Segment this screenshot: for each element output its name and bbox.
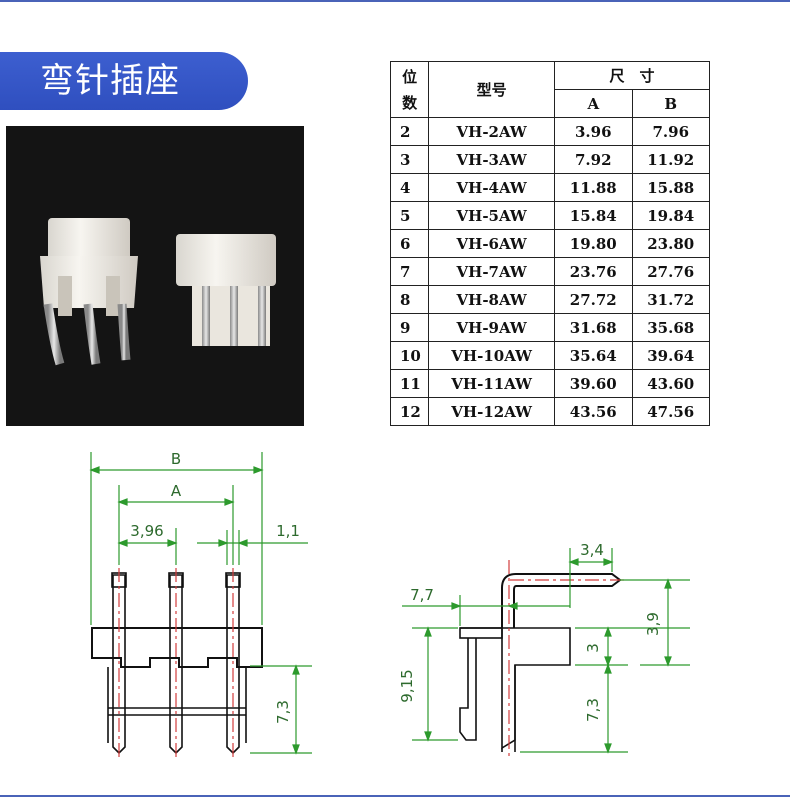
position-cell: 7 bbox=[389, 257, 430, 286]
a-value-cell: 15.84 bbox=[554, 201, 633, 230]
a-header: A bbox=[554, 89, 633, 118]
dim-a: A bbox=[171, 482, 182, 500]
dim-total-height: 9,15 bbox=[398, 669, 416, 702]
position-cell: 9 bbox=[389, 313, 430, 342]
a-value-cell: 23.76 bbox=[554, 257, 633, 286]
b-value-cell: 47.56 bbox=[631, 397, 710, 426]
position-cell: 3 bbox=[389, 145, 430, 174]
model-header: 型号 bbox=[428, 61, 556, 118]
right-connector bbox=[176, 192, 276, 346]
side-dimensions bbox=[402, 548, 690, 754]
title-badge: 弯针插座 bbox=[0, 52, 248, 110]
b-value-cell: 39.64 bbox=[631, 341, 710, 370]
model-cell: VH-11AW bbox=[428, 369, 556, 398]
model-cell: VH-3AW bbox=[428, 145, 556, 174]
bottom-border bbox=[0, 795, 790, 797]
model-cell: VH-4AW bbox=[428, 173, 556, 202]
model-cell: VH-5AW bbox=[428, 201, 556, 230]
connector-photo-illustration bbox=[40, 192, 276, 366]
side-centerlines bbox=[508, 560, 628, 758]
a-value-cell: 27.72 bbox=[554, 285, 633, 314]
page-title: 弯针插座 bbox=[40, 61, 180, 101]
a-value-cell: 19.80 bbox=[554, 229, 633, 258]
dim-pitch: 3,96 bbox=[130, 522, 163, 540]
a-value-cell: 43.56 bbox=[554, 397, 633, 426]
position-cell: 11 bbox=[389, 369, 430, 398]
model-cell: VH-12AW bbox=[428, 397, 556, 426]
front-view bbox=[91, 572, 263, 755]
model-cell: VH-6AW bbox=[428, 229, 556, 258]
a-value-cell: 11.88 bbox=[554, 173, 633, 202]
position-cell: 12 bbox=[389, 397, 430, 426]
b-value-cell: 35.68 bbox=[631, 313, 710, 342]
technical-drawing: B A 3,96 1,1 7,3 bbox=[0, 440, 790, 790]
front-dimensions bbox=[89, 452, 312, 755]
b-header: B bbox=[631, 89, 710, 118]
side-view bbox=[459, 573, 622, 752]
b-value-cell: 11.92 bbox=[631, 145, 710, 174]
b-value-cell: 19.84 bbox=[631, 201, 710, 230]
a-value-cell: 3.96 bbox=[554, 117, 633, 146]
dim-front-height: 7,3 bbox=[274, 700, 292, 724]
b-value-cell: 31.72 bbox=[631, 285, 710, 314]
dim-mid-height: 3 bbox=[584, 643, 602, 653]
position-cell: 10 bbox=[389, 341, 430, 370]
position-cell: 2 bbox=[389, 117, 430, 146]
pos-header: 位 数 bbox=[389, 61, 430, 118]
left-connector bbox=[40, 218, 138, 366]
dim-top-width: 3,4 bbox=[580, 541, 604, 559]
dim-b: B bbox=[171, 450, 181, 468]
a-value-cell: 35.64 bbox=[554, 341, 633, 370]
dim-depth: 7,7 bbox=[410, 586, 434, 604]
b-value-cell: 23.80 bbox=[631, 229, 710, 258]
model-cell: VH-10AW bbox=[428, 341, 556, 370]
b-value-cell: 7.96 bbox=[631, 117, 710, 146]
size-header: 尺 寸 bbox=[554, 61, 710, 90]
front-centerlines bbox=[118, 568, 234, 758]
a-value-cell: 31.68 bbox=[554, 313, 633, 342]
model-cell: VH-9AW bbox=[428, 313, 556, 342]
product-photo bbox=[6, 126, 304, 426]
b-value-cell: 15.88 bbox=[631, 173, 710, 202]
a-value-cell: 7.92 bbox=[554, 145, 633, 174]
dim-top-height: 3,9 bbox=[644, 612, 662, 636]
dim-low-height: 7,3 bbox=[584, 698, 602, 722]
position-cell: 8 bbox=[389, 285, 430, 314]
position-cell: 4 bbox=[389, 173, 430, 202]
a-value-cell: 39.60 bbox=[554, 369, 633, 398]
top-border bbox=[0, 0, 790, 2]
b-value-cell: 43.60 bbox=[631, 369, 710, 398]
b-value-cell: 27.76 bbox=[631, 257, 710, 286]
model-cell: VH-2AW bbox=[428, 117, 556, 146]
model-cell: VH-8AW bbox=[428, 285, 556, 314]
position-cell: 5 bbox=[389, 201, 430, 230]
model-cell: VH-7AW bbox=[428, 257, 556, 286]
dim-pin-width: 1,1 bbox=[276, 522, 300, 540]
position-cell: 6 bbox=[389, 229, 430, 258]
